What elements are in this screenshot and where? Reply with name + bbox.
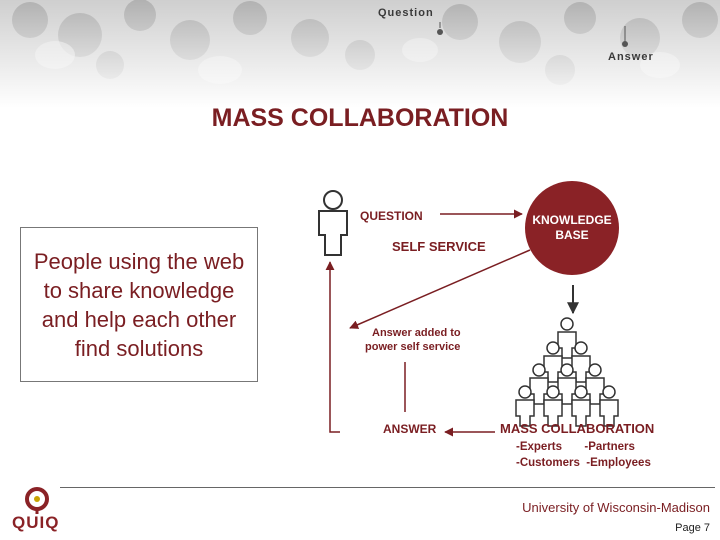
description-text: People using the web to share knowledge … [33, 248, 245, 361]
roles-line2: -Customers -Employees [516, 457, 651, 469]
user-icon [318, 190, 348, 256]
knowledge-base-label: KNOWLEDGE BASE [532, 213, 612, 242]
university-label: University of Wisconsin-Madison [522, 500, 710, 515]
roles-line1: -Experts -Partners [516, 441, 635, 453]
answer-loop-arrow [325, 261, 340, 433]
banner-answer-label: Answer [608, 51, 654, 63]
mass-collab-label: MASS COLLABORATION [500, 421, 655, 436]
answer-label: ANSWER [383, 422, 437, 436]
answer-added-line1: Answer added to [372, 327, 461, 339]
description-box: People using the web to share knowledge … [20, 227, 258, 382]
page-number: Page 7 [675, 522, 710, 534]
page-title: MASS COLLABORATION [211, 104, 509, 132]
header-banner: Question Answer [0, 0, 720, 108]
answer-added-line2: power self service [365, 341, 461, 353]
self-service-label: SELF SERVICE [392, 239, 486, 254]
self-service-arrow [349, 249, 531, 329]
footer-divider [60, 487, 715, 488]
banner-question-label: Question [378, 7, 434, 19]
quiq-logo-icon [25, 487, 49, 514]
crowd-icon [515, 317, 619, 427]
question-label: QUESTION [360, 209, 423, 223]
knowledge-base-node: KNOWLEDGE BASE [525, 181, 619, 275]
quiq-logo-text: QUIQ [12, 513, 60, 532]
